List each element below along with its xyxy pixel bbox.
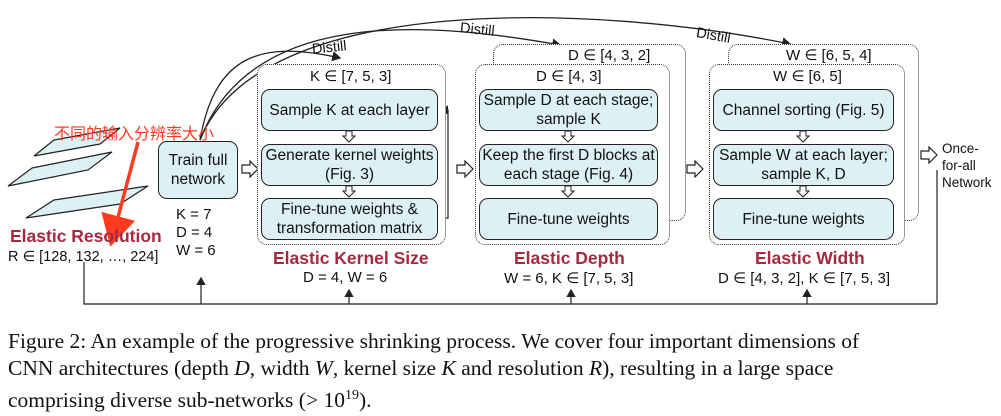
down-arrow-icon: [796, 131, 810, 143]
right-arrow-icon: [920, 146, 938, 164]
depth-finetune-box: Fine-tune weights: [479, 198, 658, 240]
depth-stage-params: W = 6, K ∈ [7, 5, 3]: [504, 270, 634, 287]
width-stage-params: D ∈ [4, 3, 2], K ∈ [7, 5, 3]: [718, 270, 891, 287]
elastic-depth-title: Elastic Depth: [514, 248, 625, 268]
down-arrow-icon: [342, 131, 356, 143]
distill-curve-3: [199, 17, 792, 141]
resolution-plane-2: [33, 127, 121, 157]
sample-d-box: Sample D at each stage; sample K: [479, 89, 658, 131]
resolution-plane-3: [25, 185, 149, 219]
train-param-k: K = 7: [176, 206, 212, 223]
right-arrow-icon: [456, 160, 474, 178]
keep-first-d-box: Keep the first D blocks at each stage (F…: [479, 144, 658, 186]
finetune-transform-box: Fine-tune weights & transformation matri…: [261, 198, 438, 240]
depth-stage-header: D ∈ [4, 3]: [536, 68, 602, 85]
width-finetune-box: Fine-tune weights: [713, 198, 894, 240]
train-param-w: W = 6: [176, 242, 216, 259]
depth-stage-header-back: D ∈ [4, 3, 2]: [568, 47, 651, 64]
train-param-d: D = 4: [176, 224, 213, 241]
elastic-width-title: Elastic Width: [755, 248, 865, 268]
down-arrow-icon: [561, 186, 575, 198]
generate-kernel-box: Generate kernel weights (Fig. 3): [261, 144, 438, 186]
once-for-all-label: Once- for-all Network: [942, 141, 992, 190]
annotation-arrow: [101, 141, 140, 247]
distill-curve-1: [199, 50, 342, 141]
annotation-chinese: 不同的输入分辨率大小: [54, 124, 215, 143]
right-arrow-icon: [686, 160, 704, 178]
down-arrow-icon: [342, 186, 356, 198]
down-arrow-icon: [796, 186, 810, 198]
sample-k-box: Sample K at each layer: [261, 89, 438, 131]
sample-w-box: Sample W at each layer; sample K, D: [713, 144, 894, 186]
resolution-plane-1: [7, 151, 113, 187]
kernel-stage-header: K ∈ [7, 5, 3]: [310, 68, 392, 85]
elastic-kernel-title: Elastic Kernel Size: [273, 248, 429, 268]
right-arrow-icon: [241, 160, 259, 178]
down-arrow-icon: [561, 131, 575, 143]
resolution-range: R ∈ [128, 132, …, 224]: [8, 249, 159, 265]
channel-sorting-box: Channel sorting (Fig. 5): [713, 89, 894, 131]
elastic-resolution-title: Elastic Resolution: [10, 226, 162, 246]
distill-curve-2: [199, 29, 562, 141]
figure-caption: Figure 2: An example of the progressive …: [8, 329, 860, 413]
width-stage-header: W ∈ [6, 5]: [773, 68, 842, 85]
kernel-stage-params: D = 4, W = 6: [303, 269, 388, 286]
width-stage-header-back: W ∈ [6, 5, 4]: [786, 47, 872, 64]
train-full-network-box: Train full network: [158, 141, 238, 199]
